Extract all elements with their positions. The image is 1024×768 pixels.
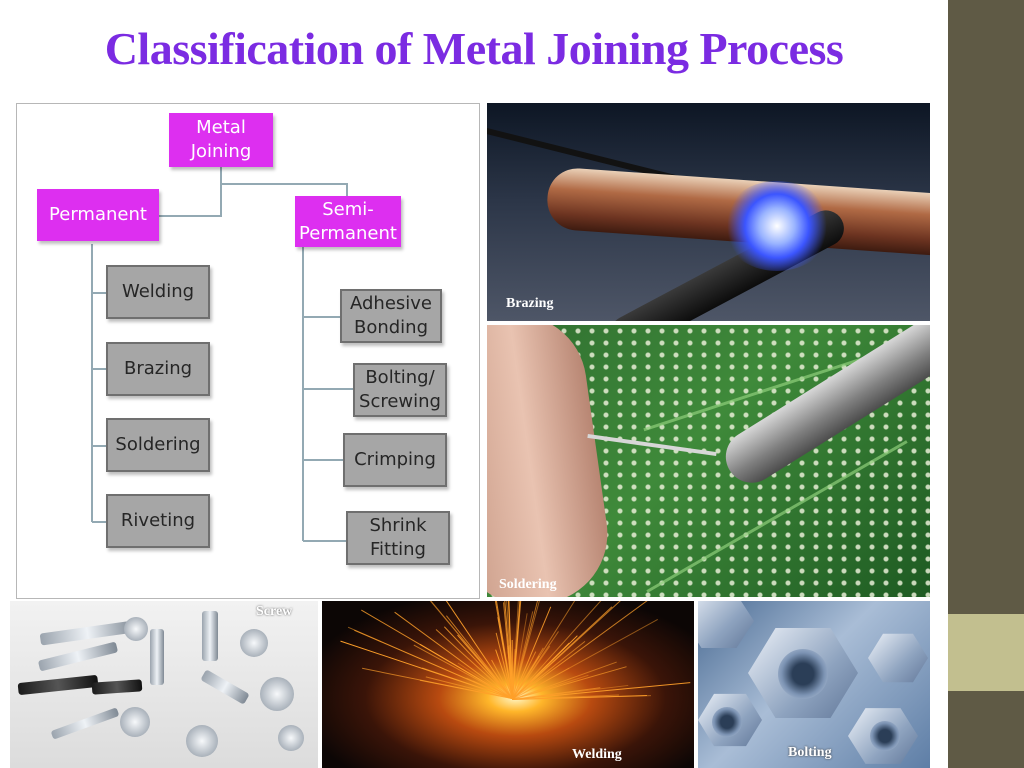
diagram-connectors [91, 167, 353, 542]
brazing-caption: Brazing [506, 296, 554, 311]
node-permanent: Permanent [37, 189, 159, 241]
node-soldering: Soldering [106, 418, 210, 472]
screw-caption: Screw [256, 604, 293, 619]
node-metal-joining: Metal Joining [169, 113, 273, 167]
node-adhesive-bonding: Adhesive Bonding [340, 289, 442, 343]
soldering-photo: Soldering [487, 325, 930, 597]
welding-caption: Welding [572, 747, 622, 762]
welding-photo: Welding [322, 601, 694, 768]
slide-title: Classification of Metal Joining Process [104, 23, 844, 74]
bolting-caption: Bolting [788, 745, 832, 760]
node-riveting: Riveting [106, 494, 210, 548]
classification-diagram: Metal Joining Permanent Semi- Permanent … [16, 103, 480, 599]
sidebar-light-band [948, 614, 1024, 691]
soldering-caption: Soldering [499, 577, 557, 592]
bolting-photo: Bolting [698, 601, 930, 768]
brazing-photo: Brazing [487, 103, 930, 321]
screw-photo: Screw [10, 601, 318, 768]
node-shrink-fitting: Shrink Fitting [346, 511, 450, 565]
node-crimping: Crimping [343, 433, 447, 487]
node-welding: Welding [106, 265, 210, 319]
node-semi-permanent: Semi- Permanent [295, 196, 401, 247]
node-bolting-screwing: Bolting/ Screwing [353, 363, 447, 417]
node-brazing: Brazing [106, 342, 210, 396]
